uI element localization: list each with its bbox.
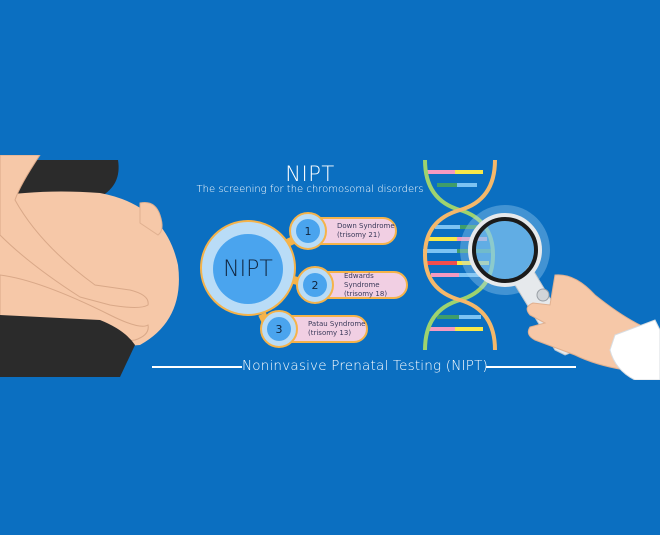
syndrome-name: Patau Syndrome (308, 320, 366, 328)
page-title: NIPT (285, 162, 335, 186)
syndrome-number: 1 (296, 219, 320, 243)
syndrome-node-2: 2 (296, 266, 334, 304)
divider-left (152, 366, 242, 368)
syndrome-detail: (trisomy 21) (337, 231, 381, 239)
syndrome-number: 3 (267, 317, 291, 341)
syndrome-detail: (trisomy 18) (344, 289, 388, 298)
syndrome-number: 2 (303, 273, 327, 297)
syndrome-detail: (trisomy 13) (308, 329, 352, 337)
syndrome-name: Down Syndrome (337, 222, 395, 230)
pregnant-woman-illustration (0, 155, 179, 377)
syndrome-node-1: 1 (289, 212, 327, 250)
nipt-hub-label: NIPT (213, 234, 283, 304)
footer-caption: Noninvasive Prenatal Testing (NIPT) (241, 358, 489, 374)
divider-right (486, 366, 576, 368)
syndrome-name: Edwards Syndrome (344, 271, 380, 289)
syndrome-node-3: 3 (260, 310, 298, 348)
page-subtitle: The screening for the chromosomal disord… (196, 184, 424, 195)
dna-magnifier-illustration (422, 159, 660, 380)
